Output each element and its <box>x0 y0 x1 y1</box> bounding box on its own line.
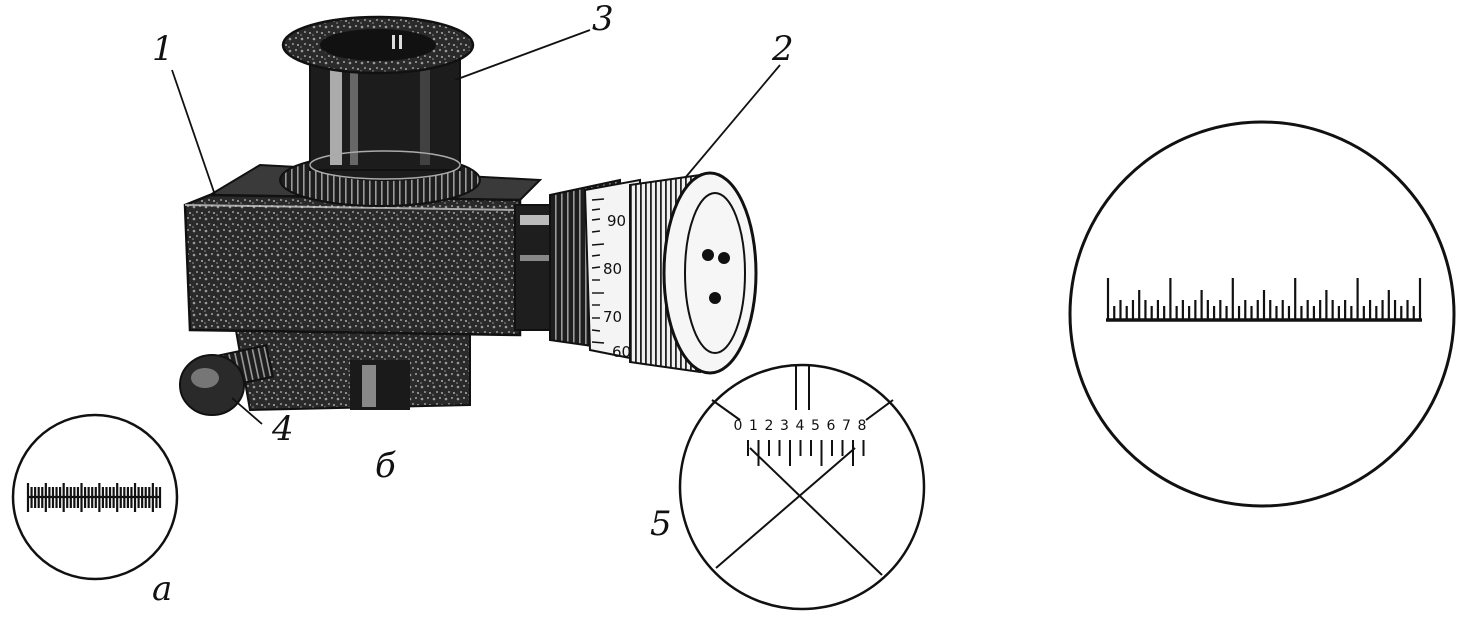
reticle-digit: 2 <box>765 418 774 434</box>
micrometer-drum: 90 80 70 60 <box>514 171 758 375</box>
reticle-digit: 7 <box>842 418 851 434</box>
reticle-ticks <box>747 440 865 466</box>
adjusting-knob <box>179 344 274 416</box>
drum-mark-90: 90 <box>607 212 626 230</box>
eyepiece-tube <box>279 15 481 207</box>
label-eyepiece: 3 <box>592 0 614 39</box>
drum-mark-70: 70 <box>603 308 622 326</box>
label-knob: 4 <box>271 409 294 449</box>
label-view-b: б <box>375 446 396 486</box>
fine-scale <box>26 483 162 512</box>
drum-mark-80: 80 <box>603 260 622 278</box>
reticle-digit: 0 <box>734 418 743 434</box>
reticle-digit: 3 <box>780 418 789 434</box>
drum-ticks <box>591 198 605 344</box>
instrument-base <box>233 323 471 412</box>
label-drum: 2 <box>771 29 794 69</box>
reticle-digit: 5 <box>811 418 820 434</box>
leader-lines <box>171 29 781 425</box>
label-body: 1 <box>152 29 174 69</box>
drum-mark-60: 60 <box>612 343 631 361</box>
instrument: 90 80 70 60 1 2 3 4 б <box>152 0 794 486</box>
reticle-digit: 4 <box>796 418 805 434</box>
label-view-a: а <box>152 569 172 609</box>
reticle-digit: 6 <box>827 418 836 434</box>
ruler-ticks <box>1106 278 1422 320</box>
ruler-field <box>1068 120 1456 508</box>
reticle-digit: 1 <box>749 418 758 434</box>
view-a-field: а <box>11 413 179 609</box>
reticle-digit: 8 <box>858 418 867 434</box>
label-reticle: 5 <box>650 504 672 544</box>
